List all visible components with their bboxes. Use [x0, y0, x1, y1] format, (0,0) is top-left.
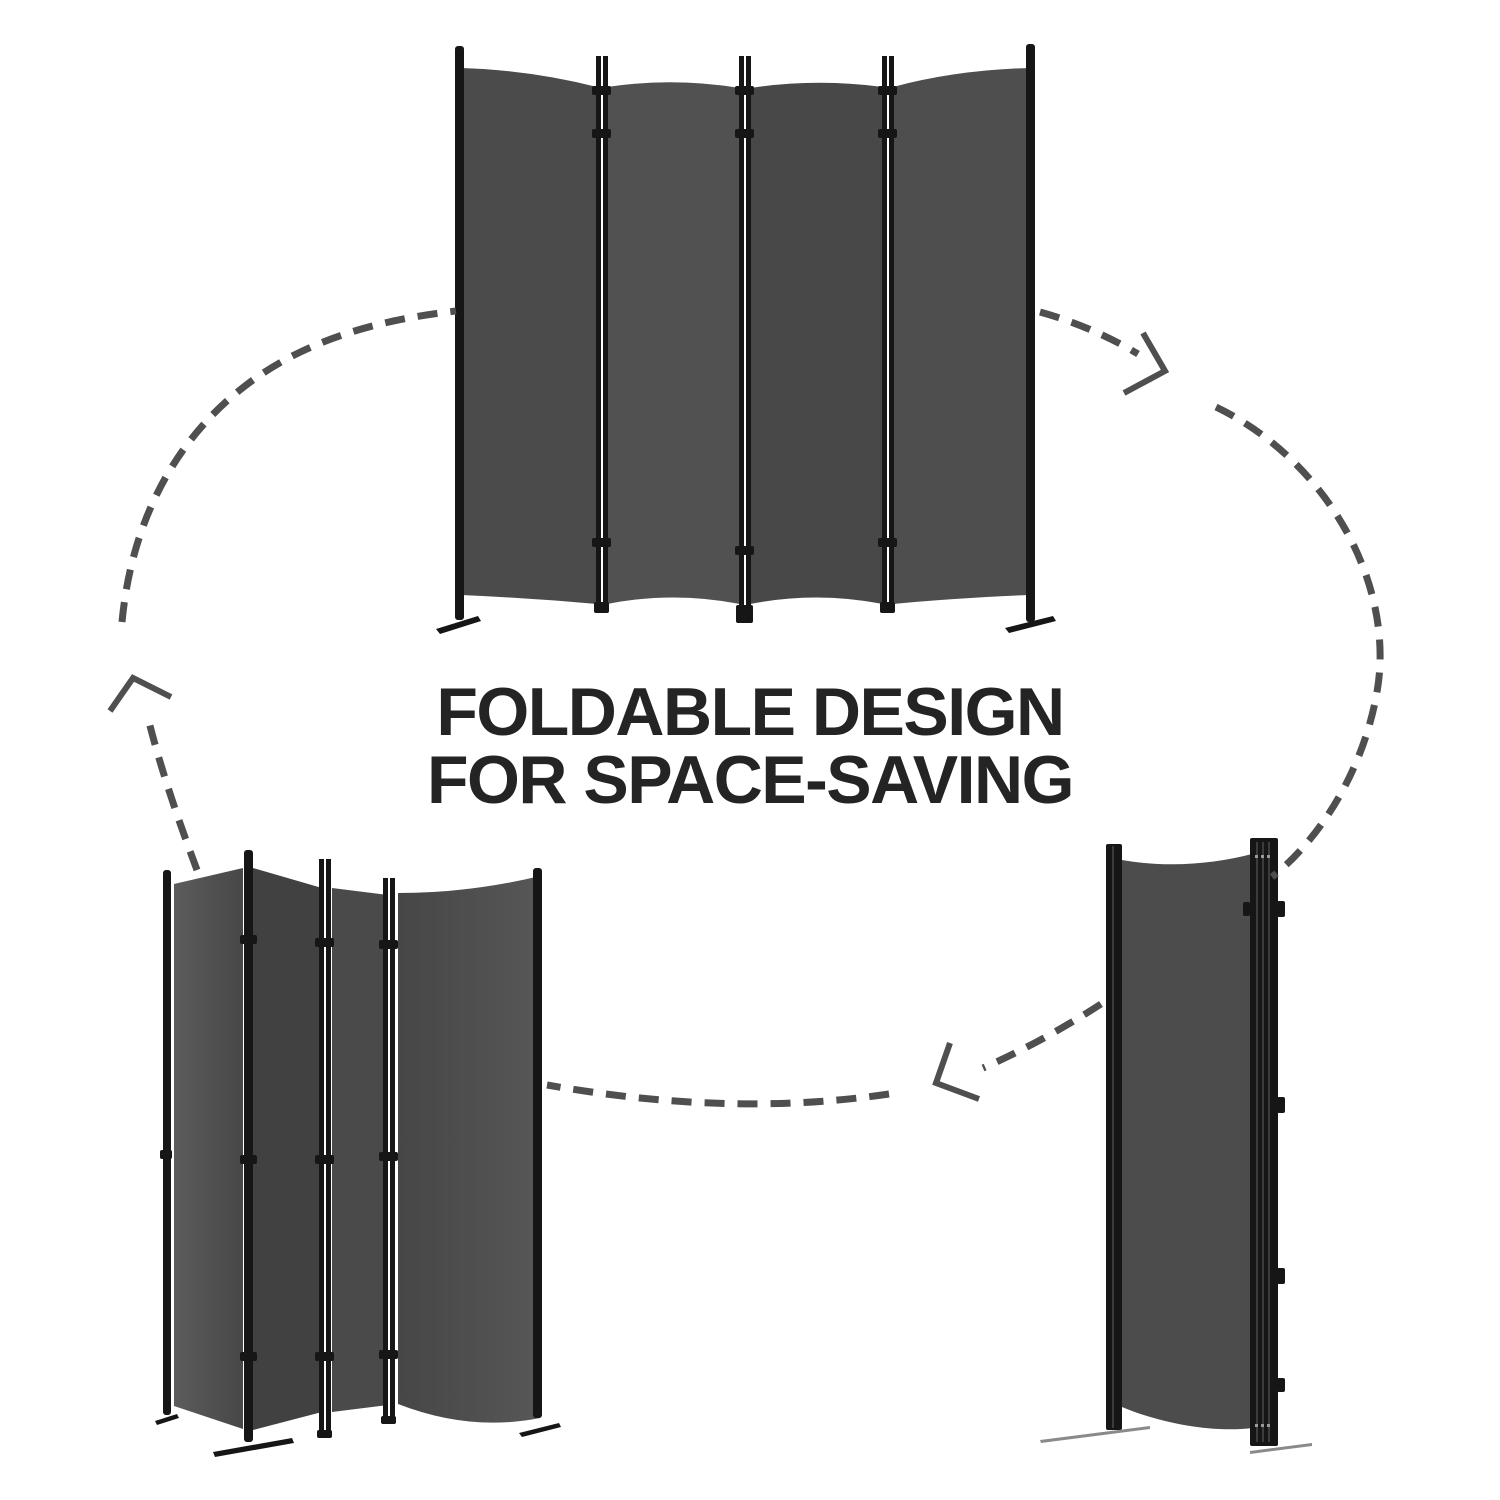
- frame-base: [736, 605, 753, 623]
- hinge-clamp: [592, 538, 611, 547]
- divider-panel: [461, 68, 597, 604]
- hinge-clamp: [315, 938, 334, 947]
- ground-lines: [1040, 1426, 1312, 1454]
- hinge-clamp: [735, 86, 754, 95]
- arrow-dashed-line: [981, 1001, 1103, 1072]
- pole-pin: [1261, 855, 1264, 858]
- frame-base: [594, 602, 609, 613]
- hinge-clamp: [379, 940, 398, 949]
- frame-pole: [163, 870, 171, 1415]
- pole-highlight: [1262, 842, 1264, 1442]
- divider-panel: [893, 68, 1029, 604]
- hinge-clamp: [592, 129, 611, 138]
- hinge-clamp: [592, 86, 611, 95]
- frame-pole: [596, 56, 601, 608]
- arrowhead-icon: [107, 674, 173, 713]
- arrow-dashed-arc: [1214, 403, 1384, 880]
- cycle-arrows: [107, 307, 1384, 1108]
- arrowhead-icon: [932, 1042, 981, 1102]
- fully-folded-divider: [1040, 838, 1312, 1454]
- frame-pole: [739, 56, 744, 616]
- hinge-clamp: [379, 1152, 398, 1161]
- hinge-clamp: [878, 86, 897, 95]
- hinge-clamp: [315, 1352, 334, 1361]
- frame-pole: [889, 56, 894, 608]
- hinge-clamp: [379, 1350, 398, 1359]
- arrow-open-to-folded: [1039, 308, 1384, 880]
- frame-pole: [326, 859, 331, 1434]
- pole-highlight: [1112, 846, 1114, 1428]
- arrow-half-folded-to-open: [107, 307, 457, 872]
- heading-line-1: FOLDABLE DESIGN: [436, 674, 1065, 750]
- half-folded-divider: [155, 850, 561, 1457]
- ground-line: [1250, 1443, 1312, 1454]
- arrowhead-icon: [1122, 331, 1170, 396]
- pole-pin: [1267, 1424, 1270, 1427]
- hinge-clamp: [1277, 1268, 1285, 1284]
- frame-pole: [455, 46, 464, 620]
- hinge-clamp: [878, 538, 897, 547]
- heading: FOLDABLE DESIGN FOR SPACE-SAVING: [0, 678, 1500, 814]
- hinge-clamp: [735, 546, 754, 555]
- arrow-dashed-arc: [546, 1081, 890, 1108]
- hinge-clamp: [1277, 1378, 1285, 1392]
- hinge-clamp: [1277, 901, 1285, 917]
- hinge-clamp: [878, 129, 897, 138]
- frame-pole: [882, 56, 887, 608]
- hinge-clamp: [735, 129, 754, 138]
- frame-pole: [319, 859, 324, 1434]
- open-divider-panels: [461, 68, 1029, 605]
- frame-base: [880, 602, 895, 613]
- ground-line: [1040, 1426, 1150, 1443]
- frame-foot: [213, 1438, 294, 1457]
- frame-pole: [533, 868, 542, 1418]
- pole-pin: [1255, 1424, 1258, 1427]
- frame-foot: [436, 616, 481, 634]
- pole-pin: [1267, 855, 1270, 858]
- frame-pole: [746, 56, 751, 616]
- arrow-dashed-arc: [118, 307, 457, 623]
- divider-panel: [398, 876, 540, 1423]
- divider-panel: [253, 868, 322, 1430]
- frame-foot: [519, 1423, 561, 1437]
- pole-highlight: [1256, 842, 1258, 1442]
- arrow-folded-to-half-folded: [546, 1001, 1103, 1108]
- hinge-clamp: [1277, 1097, 1285, 1113]
- pole-pin: [1261, 1424, 1264, 1427]
- frame-pole: [244, 850, 253, 1442]
- folded-pole-highlights: [1112, 842, 1270, 1442]
- pole-pin: [1255, 855, 1258, 858]
- hinge-clamp: [240, 935, 257, 944]
- hinge-clamp: [315, 1155, 334, 1164]
- frame-foot: [155, 1414, 179, 1425]
- half-folded-panels: [174, 868, 540, 1430]
- hinge-clamp: [240, 1155, 257, 1164]
- pole-highlight: [1268, 842, 1270, 1442]
- hinge-clamp: [160, 1150, 172, 1159]
- frame-pole: [390, 878, 395, 1420]
- divider-panel: [607, 82, 740, 604]
- hinge-clamp: [1243, 902, 1250, 916]
- divider-panel: [332, 888, 388, 1412]
- arrow-dashed-line: [1039, 308, 1140, 357]
- open-divider: [436, 44, 1056, 634]
- folded-pole-pins: [1255, 855, 1270, 1427]
- frame-pole: [1026, 44, 1035, 622]
- frame-foot: [1005, 616, 1056, 633]
- divider-panel: [174, 868, 243, 1429]
- divider-panel: [1122, 854, 1252, 1430]
- frame-base: [381, 1416, 396, 1424]
- arrow-dashed-line: [144, 717, 201, 872]
- divider-panel: [750, 82, 883, 605]
- half-folded-frame: [155, 850, 561, 1457]
- frame-base: [317, 1430, 332, 1438]
- heading-line-2: FOR SPACE-SAVING: [427, 742, 1074, 818]
- hinge-clamp: [240, 1352, 257, 1361]
- open-divider-frame: [436, 44, 1056, 634]
- frame-pole: [383, 878, 388, 1420]
- frame-pole: [603, 56, 608, 608]
